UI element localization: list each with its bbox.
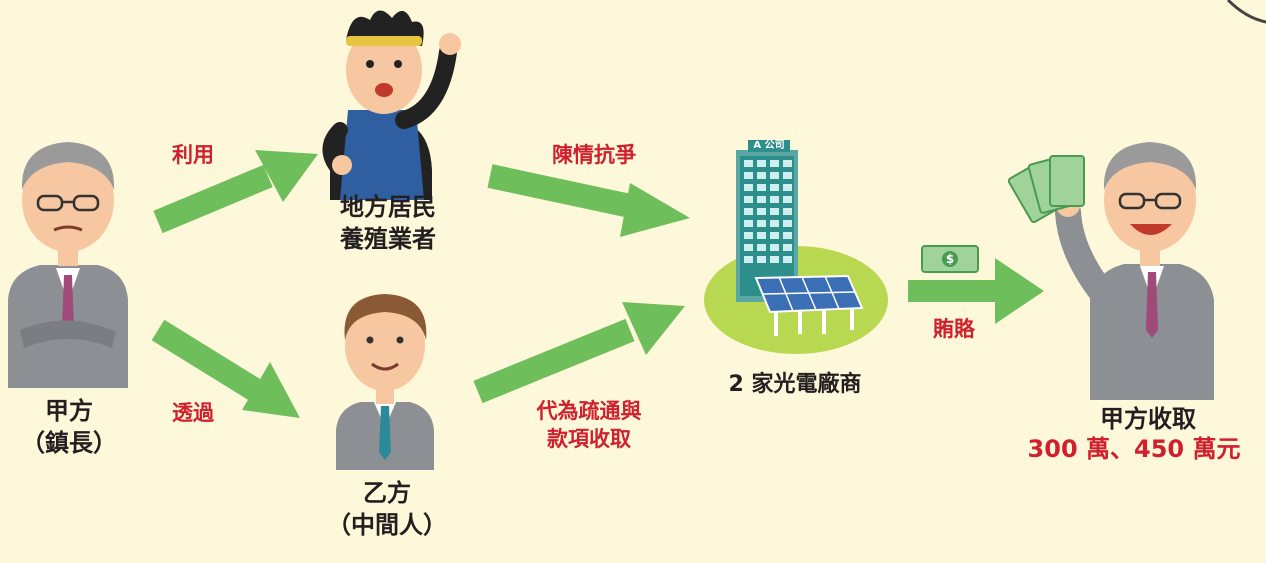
- arrow-petition: [487, 164, 690, 237]
- party-a-label: 甲方 （鎮長）: [21, 397, 117, 457]
- receiver-amount: 300 萬、450 萬元: [1027, 435, 1241, 463]
- party-b-label: 乙方 （中間人）: [327, 479, 447, 539]
- vendors-label: 2 家光電廠商: [728, 372, 862, 397]
- arrow-use: [153, 150, 318, 234]
- money-symbol: $: [945, 252, 955, 266]
- mayor-figure: [8, 142, 128, 388]
- money-bill-icon: [921, 245, 979, 273]
- intermediary-figure: [336, 294, 434, 470]
- corner-decoration: [1226, 0, 1266, 24]
- receiver-title: 甲方收取: [1100, 405, 1196, 433]
- residents-label: 地方居民 養殖業者: [340, 193, 436, 253]
- company-sign: A 公司: [753, 140, 785, 151]
- edge-label-use: 利用: [172, 143, 214, 167]
- arrow-through: [151, 319, 300, 418]
- edge-label-through: 透過: [172, 401, 214, 425]
- edge-label-mediate: 代為疏通與 款項收取: [536, 399, 642, 451]
- company-scene: [704, 140, 888, 354]
- arrow-mediate: [473, 302, 685, 404]
- receiver-figure: [1007, 142, 1214, 400]
- resident-figure: [322, 10, 461, 200]
- edge-label-bribe: 賄賂: [933, 317, 975, 341]
- arrow-bribe: [908, 258, 1044, 324]
- edge-label-petition: 陳情抗爭: [552, 143, 636, 167]
